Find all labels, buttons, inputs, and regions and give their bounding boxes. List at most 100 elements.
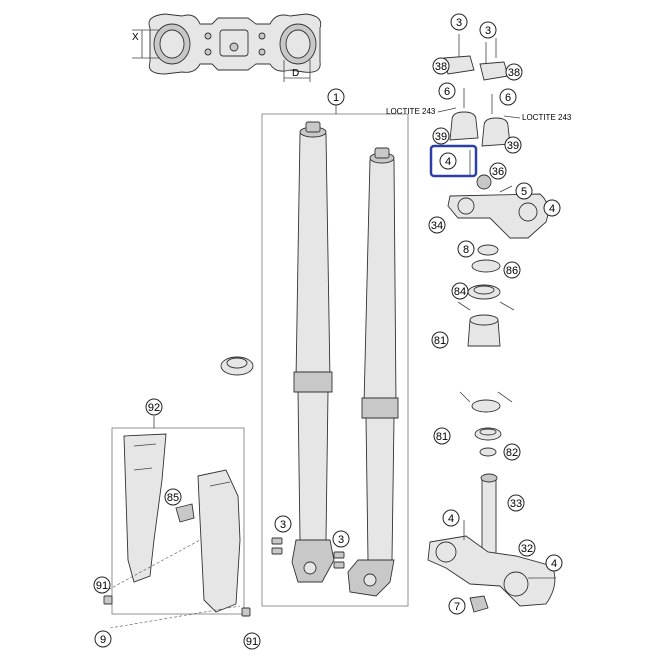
callout-c84: 84 (451, 282, 469, 300)
callout-label: 38 (435, 61, 447, 73)
left-fork-leg (291, 121, 335, 583)
callout-label: 1 (333, 92, 339, 104)
callout-label: 6 (505, 92, 511, 104)
callout-circle (479, 21, 497, 39)
callout-label: 38 (508, 67, 520, 79)
callout-circle (428, 216, 446, 234)
guard-clip (175, 503, 195, 523)
callout-c4top: 4 (439, 152, 457, 170)
right-fork-guard (197, 469, 241, 613)
dim-x-label: X (132, 32, 139, 43)
callout-circle (503, 261, 521, 279)
handlebar-clamp-parts (443, 34, 511, 147)
callout-label: 6 (444, 86, 450, 98)
callout-label: 3 (280, 519, 286, 531)
callout-c39b: 39 (504, 136, 522, 154)
callout-circle (515, 182, 533, 200)
callout-circle (507, 494, 525, 512)
callout-label: 81 (434, 335, 446, 347)
callout-circle (448, 597, 466, 615)
callout-c4r: 4 (543, 199, 561, 217)
callout-circle (438, 82, 456, 100)
callout-c8: 8 (457, 240, 475, 258)
callout-c33: 33 (507, 494, 525, 512)
callout-c5: 5 (515, 182, 533, 200)
guard-screw (241, 607, 251, 617)
callout-c91b: 91 (243, 632, 261, 650)
callout-circle (243, 632, 261, 650)
callout-c38b: 38 (505, 63, 523, 81)
callout-c81a: 81 (431, 331, 449, 349)
callout-label: 34 (431, 220, 443, 232)
callout-label: 4 (551, 558, 557, 570)
callout-c6a: 6 (438, 82, 456, 100)
callout-circle (94, 630, 112, 648)
callout-c1: 1 (327, 88, 345, 106)
upper-triple-clamp (447, 150, 549, 239)
fork-guard-frame (111, 427, 245, 615)
callout-c9: 9 (94, 630, 112, 648)
callout-circle (93, 576, 111, 594)
callout-circle (505, 63, 523, 81)
callout-label: 32 (521, 543, 533, 555)
callout-c6b: 6 (499, 88, 517, 106)
callout-c4d: 4 (545, 554, 563, 572)
callout-circle (518, 539, 536, 557)
callout-c3d: 3 (332, 530, 350, 548)
callout-circle (327, 88, 345, 106)
callout-circle (432, 57, 450, 75)
callout-circle (442, 509, 460, 527)
callout-c85: 85 (164, 488, 182, 506)
callout-c34: 34 (428, 216, 446, 234)
highlight-box (429, 144, 478, 178)
callout-c38a: 38 (432, 57, 450, 75)
callout-label: 39 (435, 131, 447, 143)
steering-stem-lower-clamp (427, 473, 556, 613)
loctite-left-label: LOCTITE 243 (386, 107, 436, 116)
triple-clamp-detail: X D (132, 13, 322, 82)
callout-label: 3 (338, 534, 344, 546)
callout-label: 5 (521, 186, 527, 198)
callout-label: 92 (148, 402, 160, 414)
callout-circle (431, 331, 449, 349)
callout-label: 7 (454, 601, 460, 613)
callout-label: 86 (506, 265, 518, 277)
callout-c7: 7 (448, 597, 466, 615)
callout-label: 81 (436, 431, 448, 443)
fork-bushing-ring (220, 356, 254, 376)
callout-label: 33 (510, 498, 522, 510)
callout-label: 8 (463, 244, 469, 256)
callout-label: 85 (167, 492, 179, 504)
fork-group-frame (261, 113, 409, 607)
callout-c91a: 91 (93, 576, 111, 594)
callout-circle (274, 515, 292, 533)
callout-circle (450, 13, 468, 31)
callout-c81b: 81 (433, 427, 451, 445)
right-fork-leg (347, 147, 399, 597)
callout-circle (432, 127, 450, 145)
callout-label: 4 (445, 156, 451, 168)
callout-c86: 86 (503, 261, 521, 279)
callout-circle (457, 240, 475, 258)
callout-c3b: 3 (479, 21, 497, 39)
callout-c3a: 3 (450, 13, 468, 31)
callout-circle (504, 136, 522, 154)
callout-c92: 92 (145, 398, 163, 416)
callout-label: 82 (506, 447, 518, 459)
callout-label: 39 (507, 140, 519, 152)
callout-circle (439, 152, 457, 170)
callout-label: 36 (492, 166, 504, 178)
callout-c3c: 3 (274, 515, 292, 533)
callout-circle (433, 427, 451, 445)
bearing-stack (457, 244, 515, 457)
guard-screw (103, 595, 113, 605)
callout-circle (543, 199, 561, 217)
callout-circle (499, 88, 517, 106)
callout-circle (145, 398, 163, 416)
callout-c32: 32 (518, 539, 536, 557)
callout-c36: 36 (489, 162, 507, 180)
callout-c4c: 4 (442, 509, 460, 527)
callout-label: 91 (246, 636, 258, 648)
